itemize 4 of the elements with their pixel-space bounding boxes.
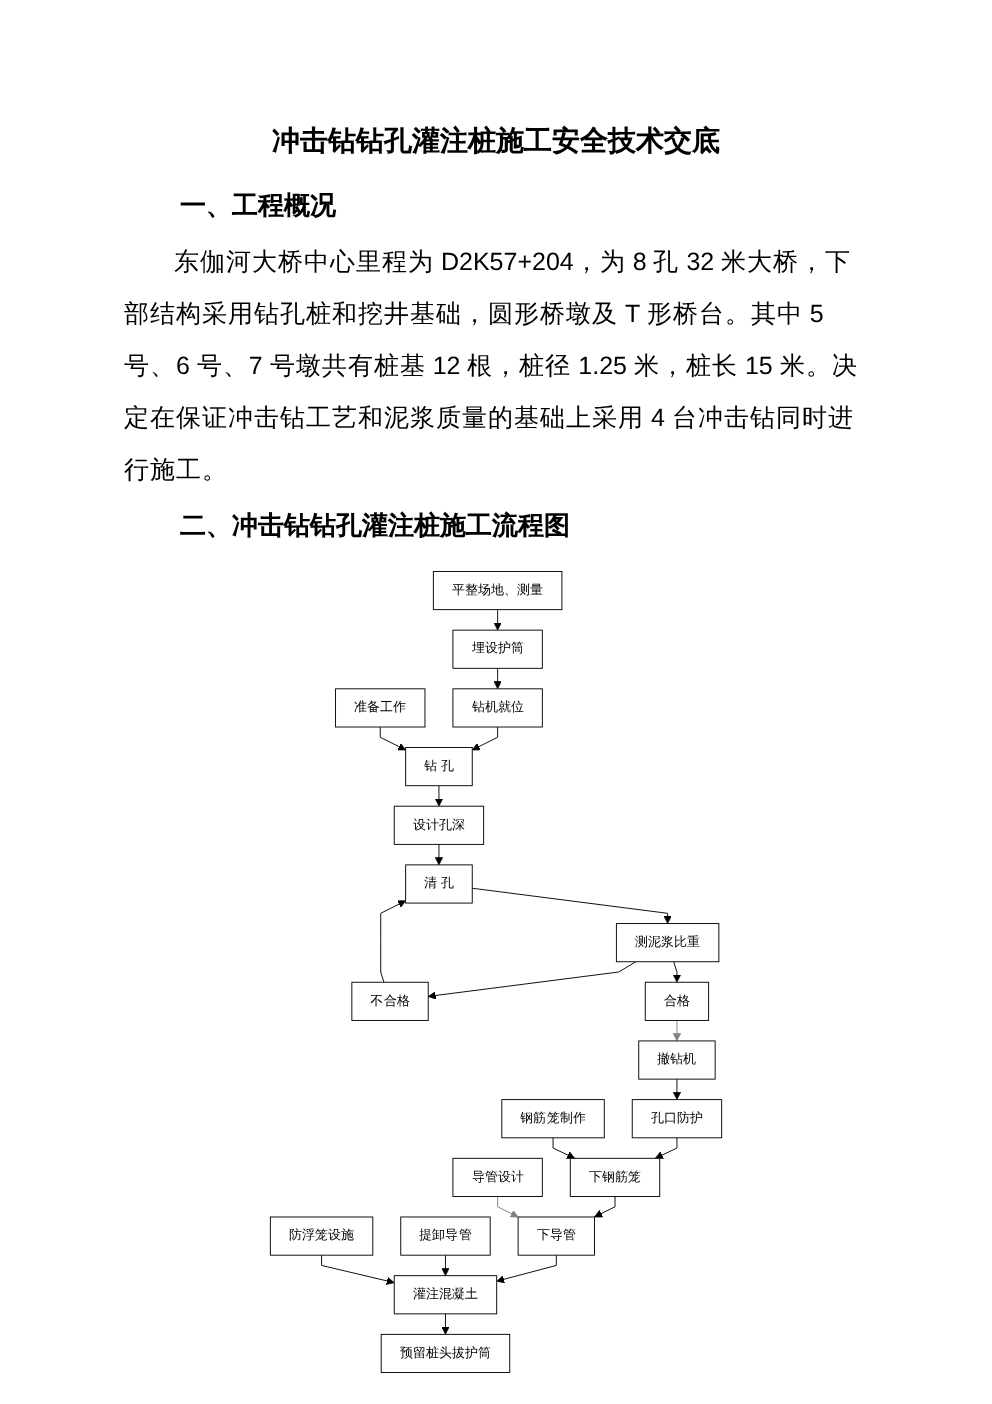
document-title: 冲击钻钻孔灌注桩施工安全技术交底 (270, 124, 722, 160)
section-heading: 二、冲击钻钻孔灌注桩施工流程图 (180, 508, 572, 544)
paragraph: 东伽河大桥中心里程为 D2K57+204，为 8 孔 32 米大桥，下部结构采用钻孔桩和挖井基础，圆形桥墩及 T 形桥台。其中 5 号、6 号、7 号墩共有桩基 12 根，桩径 1.25 米，桩长 15 米。决定在保证冲击钻工艺和泥浆质量的基础上采用 4 台冲击钻同时进行施工。 (124, 246, 860, 488)
section-heading: 一、工程概况 (180, 188, 338, 224)
